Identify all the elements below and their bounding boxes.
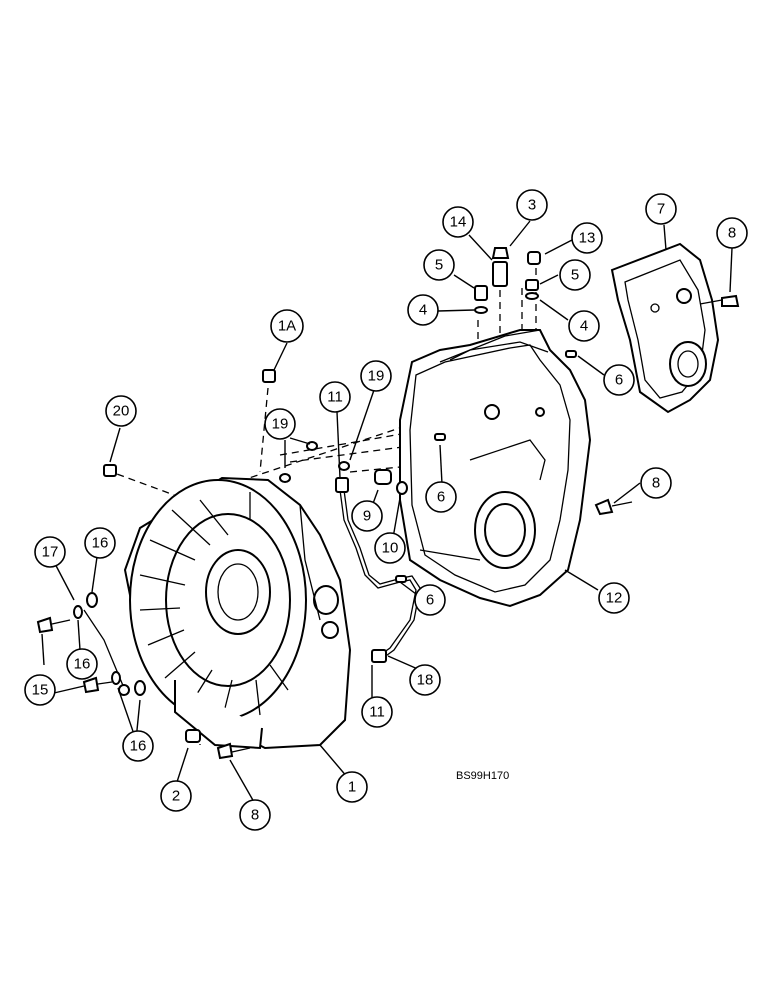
callout-5-left: 5 (423, 249, 455, 281)
callout-2: 2 (160, 780, 192, 812)
callout-14: 14 (442, 206, 474, 238)
callout-17: 17 (34, 536, 66, 568)
callout-16-bottom: 16 (122, 730, 154, 762)
callout-3: 3 (516, 189, 548, 221)
callout-1a: 1A (270, 309, 304, 343)
callout-5-right: 5 (559, 259, 591, 291)
svg-text:4: 4 (419, 302, 427, 319)
callout-19-right: 19 (360, 360, 392, 392)
svg-text:5: 5 (571, 267, 579, 284)
callout-20: 20 (105, 395, 137, 427)
svg-text:16: 16 (92, 535, 109, 552)
callout-15: 15 (24, 674, 56, 706)
svg-text:10: 10 (382, 540, 399, 557)
callout-16-top: 16 (84, 527, 116, 559)
leader-lines (41, 220, 733, 803)
callout-6-top: 6 (603, 364, 635, 396)
callout-12: 12 (598, 582, 630, 614)
svg-text:12: 12 (606, 590, 623, 607)
callout-4-right: 4 (568, 310, 600, 342)
callout-16-middle: 16 (66, 648, 98, 680)
svg-text:18: 18 (417, 672, 434, 689)
svg-text:15: 15 (32, 682, 49, 699)
callout-8-middle: 8 (640, 467, 672, 499)
svg-text:7: 7 (657, 201, 665, 218)
svg-text:8: 8 (728, 225, 736, 242)
callout-6-middle: 6 (425, 481, 457, 513)
callout-19-left: 19 (264, 408, 296, 440)
svg-text:11: 11 (327, 389, 343, 406)
svg-text:17: 17 (42, 544, 59, 561)
svg-text:11: 11 (369, 704, 385, 721)
bell-housing (123, 476, 352, 750)
svg-text:9: 9 (363, 508, 371, 525)
svg-text:13: 13 (579, 230, 596, 247)
callout-7: 7 (645, 193, 677, 225)
svg-text:1A: 1A (278, 318, 296, 335)
callout-10: 10 (374, 532, 406, 564)
svg-text:8: 8 (652, 475, 660, 492)
svg-text:8: 8 (251, 807, 259, 824)
svg-text:20: 20 (113, 403, 130, 420)
callout-18: 18 (409, 664, 441, 696)
callout-13: 13 (571, 222, 603, 254)
callout-4-left: 4 (407, 294, 439, 326)
svg-text:2: 2 (172, 788, 180, 805)
callout-9: 9 (351, 500, 383, 532)
callout-8-top: 8 (716, 217, 748, 249)
gear-case-housing (399, 329, 592, 608)
callout-11-bottom: 11 (361, 696, 393, 728)
svg-text:19: 19 (368, 368, 385, 385)
svg-text:3: 3 (528, 197, 536, 214)
svg-text:16: 16 (74, 656, 91, 673)
svg-text:16: 16 (130, 738, 147, 755)
hardware-parts (36, 247, 740, 760)
callout-1: 1 (336, 771, 368, 803)
callout-6-bottom: 6 (414, 584, 446, 616)
callouts: 1 1A 2 3 4 4 5 5 6 6 6 7 8 8 8 9 10 11 1… (24, 189, 748, 831)
svg-text:19: 19 (272, 416, 289, 433)
callout-8-bottom: 8 (239, 799, 271, 831)
svg-text:6: 6 (426, 592, 434, 609)
reference-code: BS99H170 (456, 770, 509, 782)
callout-11-top: 11 (319, 381, 351, 413)
svg-text:5: 5 (435, 257, 443, 274)
svg-text:6: 6 (615, 372, 623, 389)
svg-text:1: 1 (348, 779, 356, 796)
svg-text:6: 6 (437, 489, 445, 506)
svg-text:4: 4 (580, 318, 588, 335)
svg-text:14: 14 (450, 214, 467, 231)
cover-plate (610, 242, 720, 414)
